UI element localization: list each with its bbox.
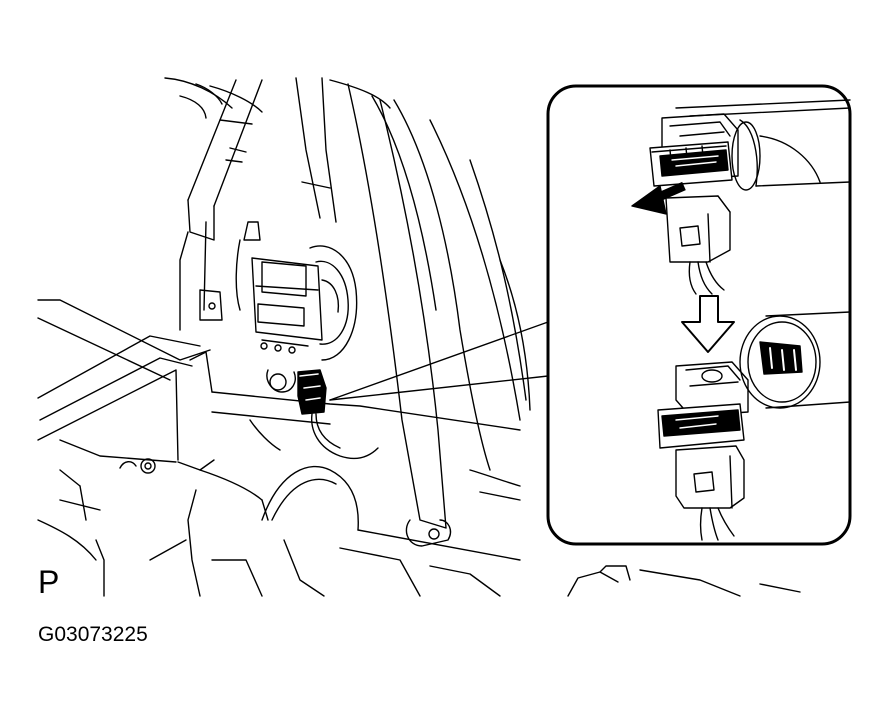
pillar-trim	[164, 77, 263, 119]
floor-panel	[37, 391, 521, 597]
side-sill	[37, 299, 215, 474]
floor-fragment	[567, 565, 801, 597]
arrow-icon	[631, 181, 686, 215]
lower-socket	[739, 311, 851, 409]
seat-belt-retractor	[235, 221, 358, 393]
retractor-connector	[297, 369, 379, 460]
upper-connector	[649, 113, 739, 295]
upper-socket	[675, 99, 851, 191]
vehicle-interior-view	[37, 77, 801, 597]
arrow-down-icon	[681, 295, 735, 353]
left-pillar	[179, 79, 263, 331]
seat-belt-webbing	[295, 77, 452, 547]
center-pillar-trim	[329, 79, 531, 471]
detail-inset	[546, 84, 852, 546]
callout-leader	[329, 321, 549, 401]
view-marker-label: P	[38, 564, 60, 600]
figure-id-label: G03073225	[38, 623, 148, 646]
lower-connector	[657, 361, 749, 541]
